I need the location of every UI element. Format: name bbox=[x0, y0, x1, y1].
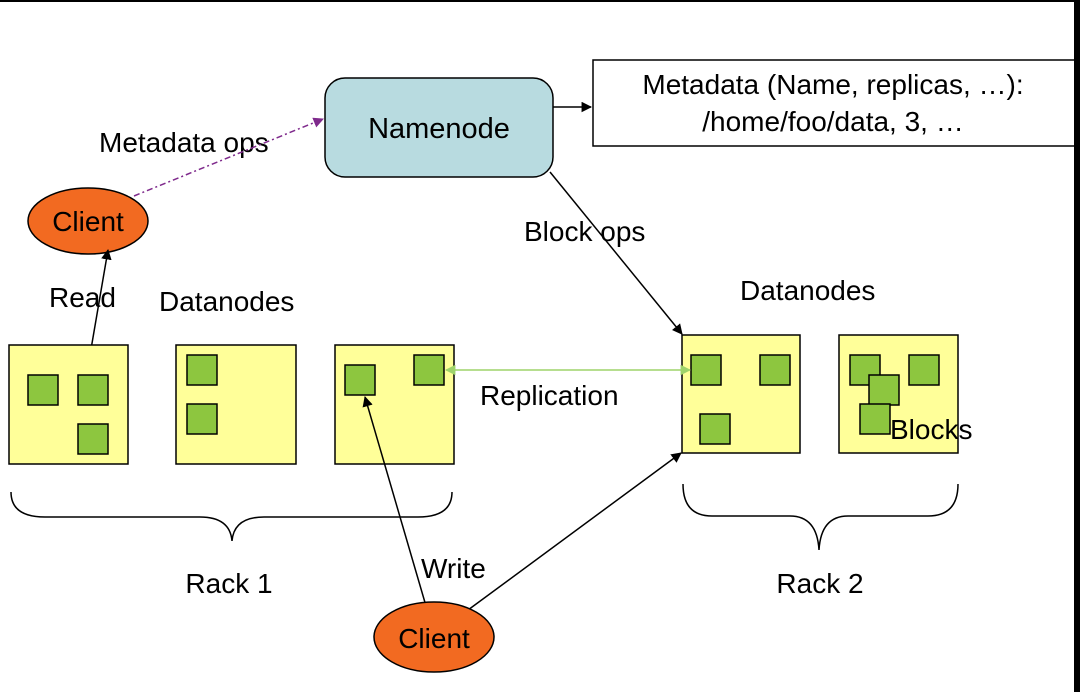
block bbox=[413, 354, 445, 386]
block bbox=[699, 413, 731, 445]
namenode-node bbox=[324, 77, 554, 178]
datanode-rack1-1 bbox=[8, 344, 129, 465]
block bbox=[859, 403, 891, 435]
replication-label: Replication bbox=[480, 380, 619, 411]
top-border bbox=[0, 0, 1080, 2]
block bbox=[908, 354, 940, 386]
block bbox=[77, 374, 109, 406]
block bbox=[77, 423, 109, 455]
read-label: Read bbox=[49, 282, 116, 313]
right-border bbox=[1074, 0, 1080, 692]
metadata-text-line2: /home/foo/data, 3, … bbox=[702, 106, 964, 137]
write-arrow-rack2 bbox=[467, 452, 682, 611]
block bbox=[186, 354, 218, 386]
block bbox=[27, 374, 59, 406]
block bbox=[759, 354, 791, 386]
datanodes-right-label: Datanodes bbox=[740, 275, 875, 306]
metadata-text-line1: Metadata (Name, replicas, …): bbox=[642, 69, 1023, 100]
write-arrow-rack1 bbox=[362, 395, 427, 607]
namenode-label: Namenode bbox=[368, 113, 510, 145]
block bbox=[186, 403, 218, 435]
metadata-ops-label: Metadata ops bbox=[99, 127, 269, 158]
client-bottom bbox=[373, 601, 495, 673]
blocks-label: Blocks bbox=[890, 414, 972, 445]
metadata-ops-arrow bbox=[133, 117, 324, 197]
rack1-brace bbox=[10, 491, 453, 542]
datanodes-left-label: Datanodes bbox=[159, 286, 294, 317]
block bbox=[690, 354, 722, 386]
client-top bbox=[27, 187, 149, 255]
block bbox=[868, 374, 900, 406]
rack2-label: Rack 2 bbox=[776, 568, 863, 599]
client-bottom-label: Client bbox=[398, 623, 470, 654]
block-ops-label: Block ops bbox=[524, 216, 645, 247]
block bbox=[344, 364, 376, 396]
metadata-box bbox=[592, 59, 1074, 147]
rack2-brace bbox=[682, 483, 959, 551]
client-top-label: Client bbox=[52, 206, 124, 237]
read-arrow bbox=[89, 248, 112, 356]
rack1-label: Rack 1 bbox=[185, 568, 272, 599]
write-label: Write bbox=[421, 553, 486, 584]
block-ops-arrow bbox=[549, 171, 683, 335]
